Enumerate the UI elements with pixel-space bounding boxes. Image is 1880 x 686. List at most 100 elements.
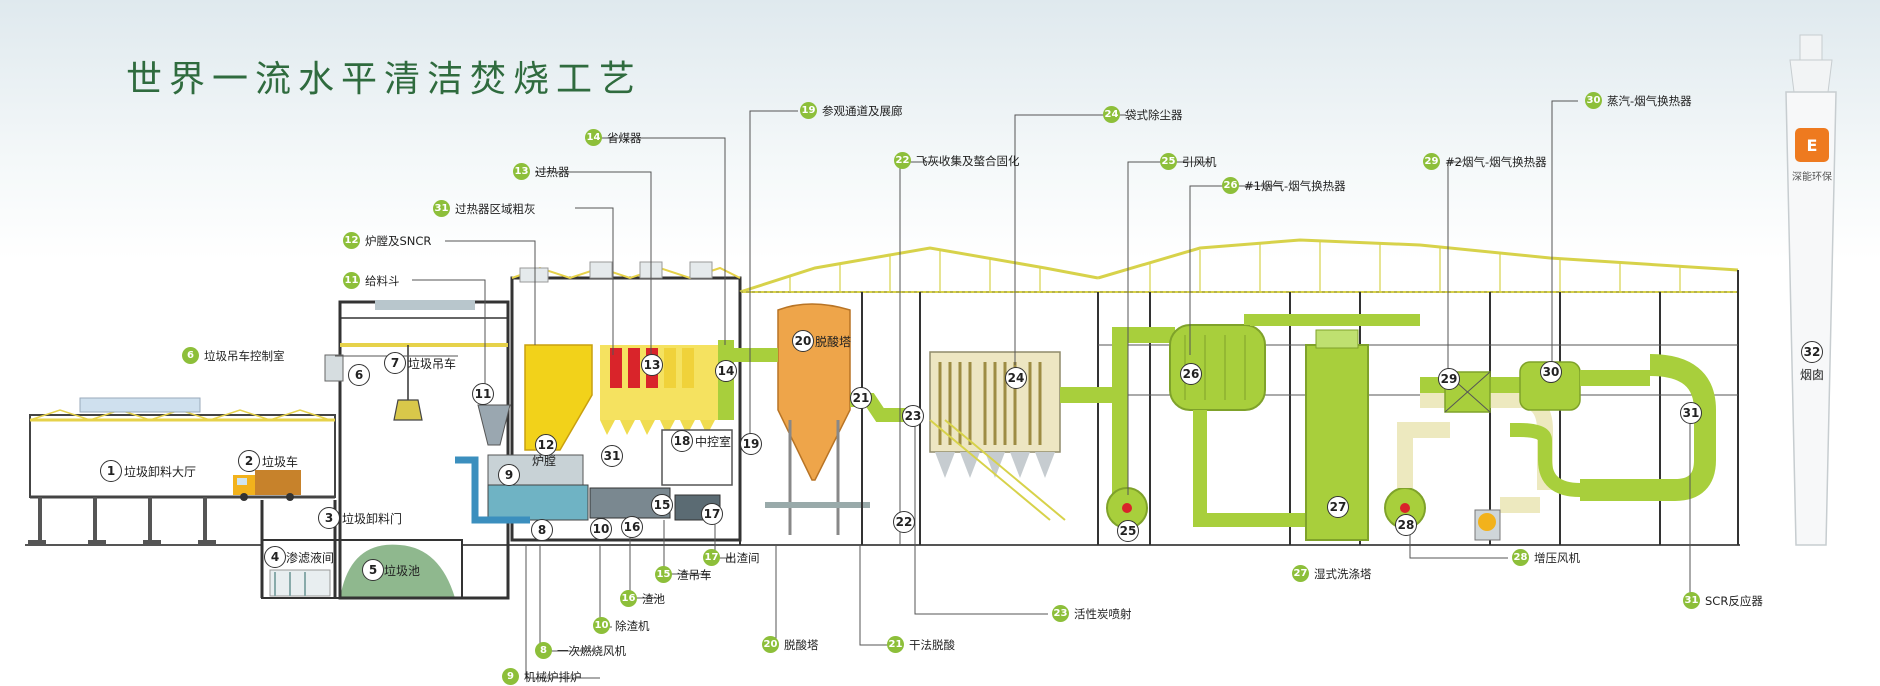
callout-label: 袋式除尘器 xyxy=(1125,107,1183,122)
callout-badge: 30 xyxy=(1585,92,1602,109)
callout-23: 23 活性炭喷射 xyxy=(1052,605,1132,622)
callout-24: 24 袋式除尘器 xyxy=(1103,106,1183,123)
callout-badge: 29 xyxy=(1423,153,1440,170)
boiler-house xyxy=(455,261,742,542)
garbage-truck xyxy=(233,470,301,501)
callout-label: SCR反应器 xyxy=(1705,593,1763,608)
marker-26: 26 xyxy=(1180,363,1202,385)
marker-9: 9 xyxy=(498,464,520,486)
callout-label: 给料斗 xyxy=(365,273,400,288)
callout-11: 11 给料斗 xyxy=(343,272,400,289)
callout-27: 27 湿式洗涤塔 xyxy=(1292,565,1372,582)
marker-8: 8 xyxy=(531,519,553,541)
callout-label: 增压风机 xyxy=(1534,550,1580,565)
marker-2: 2 xyxy=(238,450,260,472)
callout-30: 30 蒸汽-烟气换热器 xyxy=(1585,92,1692,109)
callout-label: 参观通道及展廊 xyxy=(822,103,903,118)
callout-label: 一次燃烧风机 xyxy=(557,643,626,658)
marker-10: 10 xyxy=(590,518,612,540)
callout-badge: 20 xyxy=(762,636,779,653)
inlabel-1: 垃圾卸料大厅 xyxy=(124,465,197,479)
callout-badge: 22 xyxy=(894,152,911,169)
callout-19: 19 参观通道及展廊 xyxy=(800,102,903,119)
marker-23: 23 xyxy=(902,405,924,427)
callout-badge: 19 xyxy=(800,102,817,119)
inlabel-chimney: 烟囱 xyxy=(1800,368,1825,382)
callout-28: 28 增压风机 xyxy=(1512,549,1580,566)
callout-badge: 13 xyxy=(513,163,530,180)
marker-21: 21 xyxy=(850,387,872,409)
callout-10: 10 除渣机 xyxy=(593,617,650,634)
inlabel-deacid-tower: 脱酸塔 xyxy=(815,335,852,349)
callout-badge: 26 xyxy=(1222,177,1239,194)
marker-7: 7 xyxy=(384,352,406,374)
callout-29: 29 #2烟气-烟气换热器 xyxy=(1423,153,1547,170)
callout-label: 干法脱酸 xyxy=(909,637,955,652)
callout-badge: 31 xyxy=(433,200,450,217)
marker-6: 6 xyxy=(348,364,370,386)
callout-31b: 31 SCR反应器 xyxy=(1683,592,1763,609)
callout-13: 13 过热器 xyxy=(513,163,570,180)
marker-22: 22 xyxy=(893,511,915,533)
callout-badge: 10 xyxy=(593,617,610,634)
company-logo-icon: E xyxy=(1795,128,1829,162)
marker-32: 32 xyxy=(1801,341,1823,363)
inlabel-control-room: 中控室 xyxy=(695,435,732,449)
marker-1: 1 xyxy=(100,460,122,482)
bag-filter-shape xyxy=(929,351,1066,521)
marker-15: 15 xyxy=(651,494,673,516)
inlabel-5: 垃圾池 xyxy=(384,564,421,578)
marker-27: 27 xyxy=(1327,496,1349,518)
callout-badge: 8 xyxy=(535,642,552,659)
marker-3: 3 xyxy=(318,507,340,529)
inlabel-2: 垃圾车 xyxy=(262,455,299,469)
callout-badge: 15 xyxy=(655,566,672,583)
callout-17: 17 出渣间 xyxy=(703,549,760,566)
inlabel-7: 垃圾吊车 xyxy=(408,357,457,371)
callout-badge: 28 xyxy=(1512,549,1529,566)
inlabel-3: 垃圾卸料门 xyxy=(342,512,403,526)
marker-18: 18 xyxy=(671,430,693,452)
callout-20: 20 脱酸塔 xyxy=(762,636,819,653)
callout-label: 机械炉排炉 xyxy=(524,669,582,684)
callout-label: 引风机 xyxy=(1182,154,1217,169)
callout-badge: 11 xyxy=(343,272,360,289)
callout-badge: 16 xyxy=(620,590,637,607)
crane-hall xyxy=(324,300,510,600)
callout-badge: 31 xyxy=(1683,592,1700,609)
marker-12: 12 xyxy=(535,434,557,456)
callout-12: 12 炉膛及SNCR xyxy=(343,232,431,249)
callout-9: 9 机械炉排炉 xyxy=(502,668,582,685)
callout-31a: 31 过热器区域粗灰 xyxy=(433,200,536,217)
callout-badge: 21 xyxy=(887,636,904,653)
marker-29: 29 xyxy=(1438,368,1460,390)
chimney-shape xyxy=(1785,34,1837,546)
callout-badge: 23 xyxy=(1052,605,1069,622)
callout-label: #2烟气-烟气换热器 xyxy=(1445,154,1547,169)
marker-4: 4 xyxy=(264,546,286,568)
callout-label: 渣吊车 xyxy=(677,567,712,582)
callout-6: 6 垃圾吊车控制室 xyxy=(182,347,285,364)
callout-label: 过热器区域粗灰 xyxy=(455,201,536,216)
marker-5: 5 xyxy=(362,559,384,581)
inlabel-furnace: 炉膛 xyxy=(532,454,557,468)
callout-21: 21 干法脱酸 xyxy=(887,636,955,653)
marker-17: 17 xyxy=(701,503,723,525)
diagram-title: 世界一流水平清洁焚烧工艺 xyxy=(126,59,643,100)
callout-label: 湿式洗涤塔 xyxy=(1314,566,1372,581)
callout-badge: 6 xyxy=(182,347,199,364)
callout-15: 15 渣吊车 xyxy=(655,566,712,583)
marker-28: 28 xyxy=(1395,514,1417,536)
callout-25: 25 引风机 xyxy=(1160,153,1217,170)
callout-badge: 27 xyxy=(1292,565,1309,582)
inlabel-4: 渗滤液间 xyxy=(286,551,335,565)
callout-16: 16 渣池 xyxy=(620,590,665,607)
marker-30: 30 xyxy=(1540,361,1562,383)
marker-31a: 31 xyxy=(601,445,623,467)
callout-badge: 12 xyxy=(343,232,360,249)
callout-label: 活性炭喷射 xyxy=(1074,606,1132,621)
callout-label: 出渣间 xyxy=(725,550,760,565)
marker-13: 13 xyxy=(641,354,663,376)
